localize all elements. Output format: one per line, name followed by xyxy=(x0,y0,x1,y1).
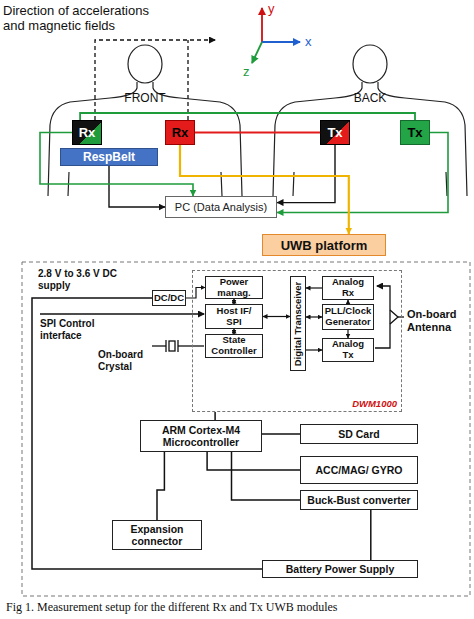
connector xyxy=(232,452,301,500)
antenna-wire xyxy=(375,286,390,348)
torso-outline xyxy=(378,82,467,196)
connector xyxy=(370,510,372,560)
connector-box: Expansion connector xyxy=(112,520,202,550)
battery-box: Battery Power Supply xyxy=(262,560,418,578)
connector xyxy=(186,288,205,299)
connector xyxy=(180,145,349,234)
wire xyxy=(178,345,204,346)
wire xyxy=(152,345,166,346)
connector xyxy=(263,316,290,317)
node-text: Expansion connector xyxy=(116,523,198,547)
connector xyxy=(306,316,322,317)
connector xyxy=(80,113,415,120)
supply-label: 2.8 V to 3.6 V DC supply xyxy=(38,268,122,292)
node-text: Analog Tx xyxy=(326,339,370,361)
connector xyxy=(347,330,348,338)
dcdc-box: DC/DC xyxy=(152,290,186,306)
node-text: Host IF/ SPI xyxy=(209,306,259,328)
node-text: UWB platform xyxy=(281,238,368,253)
node-text: Power manag. xyxy=(209,277,259,299)
process-box: Analog Tx xyxy=(322,338,374,362)
connector xyxy=(306,349,322,350)
node-text: Battery Power Supply xyxy=(286,563,395,575)
back-torso xyxy=(273,45,467,196)
axis-label: x xyxy=(305,34,315,49)
crystal-symbol xyxy=(152,340,204,352)
axis-label: y xyxy=(268,1,278,16)
node-text: Analog Rx xyxy=(326,277,370,299)
antenna-element xyxy=(390,310,398,324)
dwm1000-module: DWM1000 Power manag. Host IF/ SPI State Con… xyxy=(192,270,402,412)
front-torso xyxy=(48,45,242,196)
transceiver-box: Digital Transceiver xyxy=(290,276,306,371)
node-text: ARM Cortex-M4 Microcontroller xyxy=(144,424,258,448)
crystal-plate xyxy=(165,340,166,352)
node-text: RespBelt xyxy=(83,150,135,164)
tx-module: Tx xyxy=(400,120,430,145)
node-text: PLL/Clock Generator xyxy=(325,306,371,328)
head xyxy=(128,45,162,83)
respbelt-box: RespBelt xyxy=(60,148,158,166)
side-label: BACK xyxy=(345,91,395,105)
process-box: Analog Rx xyxy=(322,276,374,300)
connector xyxy=(195,132,320,134)
direction-note: Direction of accelerations and magnetic … xyxy=(3,3,173,34)
spi-wire xyxy=(40,313,204,314)
direction-line xyxy=(187,40,188,120)
antenna-leader xyxy=(398,316,404,317)
node-text: ACC/MAG/ GYRO xyxy=(316,464,403,476)
rx-module: Rx xyxy=(72,120,102,145)
interface-label: SPI Control interface xyxy=(40,318,108,342)
connector xyxy=(32,298,262,569)
rx-module: Rx xyxy=(165,120,195,145)
process-box: PLL/Clock Generator xyxy=(322,304,374,330)
figure-caption: Fig 1. Measurement setup for the differe… xyxy=(6,600,468,614)
node-text: DC/DC xyxy=(154,293,184,304)
pc-box: PC (Data Analysis) xyxy=(165,196,277,218)
antenna-label: On-board Antenna xyxy=(407,308,467,334)
node-text: Buck-Bust converter xyxy=(307,494,410,506)
peripheral-box: ACC/MAG/ GYRO xyxy=(300,456,418,484)
z-axis xyxy=(252,42,262,63)
connector xyxy=(157,452,164,520)
crystal-body xyxy=(169,341,175,351)
peripheral-box: SD Card xyxy=(300,424,418,444)
torso-outline xyxy=(48,82,137,196)
node-text: Rx xyxy=(172,125,189,140)
process-box: Power manag. xyxy=(205,276,263,299)
connector xyxy=(207,452,300,470)
microcontroller-box: ARM Cortex-M4 Microcontroller xyxy=(140,420,262,452)
x-axis xyxy=(262,41,300,43)
node-text: PC (Data Analysis) xyxy=(175,201,267,213)
connector xyxy=(262,433,300,435)
process-box: State Controller xyxy=(205,334,263,358)
head xyxy=(353,45,387,83)
torso-outline xyxy=(153,82,242,196)
uwb-platform-box: UWB platform xyxy=(262,234,386,256)
direction-line xyxy=(95,40,215,120)
connector xyxy=(306,287,322,288)
side-label: FRONT xyxy=(120,91,170,105)
peripheral-box: Buck-Bust converter xyxy=(300,490,418,510)
process-box: Host IF/ SPI xyxy=(205,304,263,329)
connector xyxy=(109,166,165,207)
tx-module: Tx xyxy=(320,120,350,145)
node-text: SD Card xyxy=(338,428,379,440)
node-text: Digital Transceiver xyxy=(293,281,304,365)
node-text: Rx xyxy=(79,125,96,140)
crystal-label: On-board Crystal xyxy=(98,349,152,373)
y-axis xyxy=(261,8,263,42)
platform-outline xyxy=(22,262,470,596)
axis-label: z xyxy=(243,64,253,79)
node-text: State Controller xyxy=(209,335,259,357)
node-text: Tx xyxy=(327,125,342,140)
connector xyxy=(214,412,216,420)
node-text: DWM1000 xyxy=(352,398,397,409)
antenna-symbol xyxy=(375,286,404,348)
connector xyxy=(277,145,335,203)
node-text: Tx xyxy=(407,125,422,140)
